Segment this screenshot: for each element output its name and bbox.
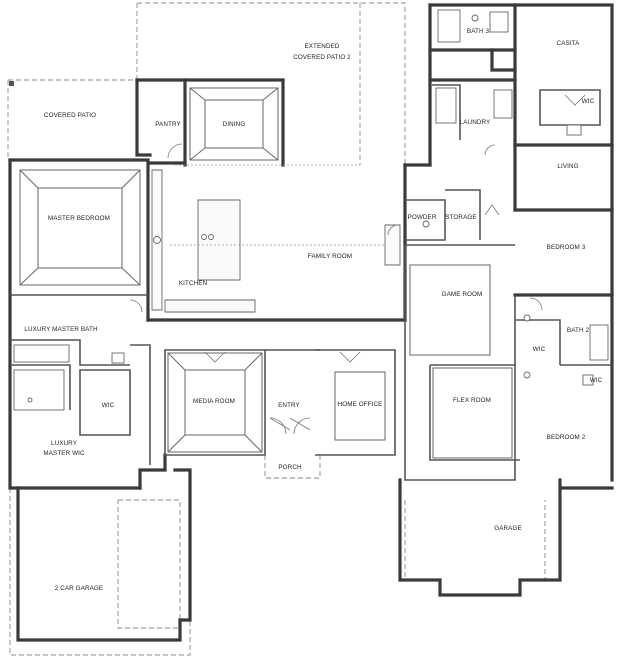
kitchen-area <box>151 164 401 313</box>
label-luxury-master-wic-line2: MASTER WIC <box>43 450 85 457</box>
label-kitchen: KITCHEN <box>179 280 208 287</box>
label-dining: DINING <box>223 121 246 128</box>
extended-covered-patio-2 <box>136 2 406 165</box>
label-bedroom3: BEDROOM 3 <box>547 244 586 251</box>
label-extended-patio-line2: COVERED PATIO 2 <box>293 54 351 61</box>
label-bath2: BATH 2 <box>567 327 590 334</box>
label-living: LIVING <box>557 163 578 170</box>
doors <box>129 94 586 435</box>
label-game-room: GAME ROOM <box>442 291 483 298</box>
label-home-office: HOME OFFICE <box>338 401 383 408</box>
label-porch: PORCH <box>278 464 302 471</box>
room-labels: COVERED PATIO PANTRY DINING EXTENDED COV… <box>24 28 602 592</box>
covered-patio <box>7 79 138 160</box>
label-luxury-master-wic-line1: LUXURY <box>51 440 78 447</box>
label-laundry: LAUNDRY <box>460 119 491 126</box>
porch <box>264 455 321 479</box>
label-master-bedroom: MASTER BEDROOM <box>48 215 110 222</box>
label-storage: STORAGE <box>445 214 476 221</box>
label-wic-master: WIC <box>102 402 115 409</box>
label-powder: POWDER <box>408 214 437 221</box>
label-extended-patio-line1: EXTENDED <box>304 43 339 50</box>
label-garage: GARAGE <box>494 525 522 532</box>
label-pantry: PANTRY <box>155 121 181 128</box>
ceiling-details <box>19 87 513 459</box>
bath-fixtures <box>13 9 609 411</box>
label-wic-bath2: WIC <box>533 346 546 353</box>
label-wic-casita: WIC <box>582 98 595 105</box>
label-covered-patio: COVERED PATIO <box>44 112 96 119</box>
label-2-car-garage: 2 CAR GARAGE <box>55 585 103 592</box>
label-family-room: FAMILY ROOM <box>308 253 352 260</box>
garage-driveway-left <box>9 488 191 656</box>
label-media-room: MEDIA ROOM <box>193 398 235 405</box>
label-entry: ENTRY <box>278 402 300 409</box>
label-bedroom2: BEDROOM 2 <box>547 434 586 441</box>
exterior-walls <box>8 3 614 642</box>
interior-walls <box>10 84 612 481</box>
label-casita: CASITA <box>557 40 581 47</box>
label-flex-room: FLEX ROOM <box>453 397 491 404</box>
label-bath3: BATH 3 <box>467 28 490 35</box>
label-wic-bedroom2: WIC <box>590 377 603 384</box>
label-luxury-master-bath: LUXURY MASTER BATH <box>24 326 98 333</box>
